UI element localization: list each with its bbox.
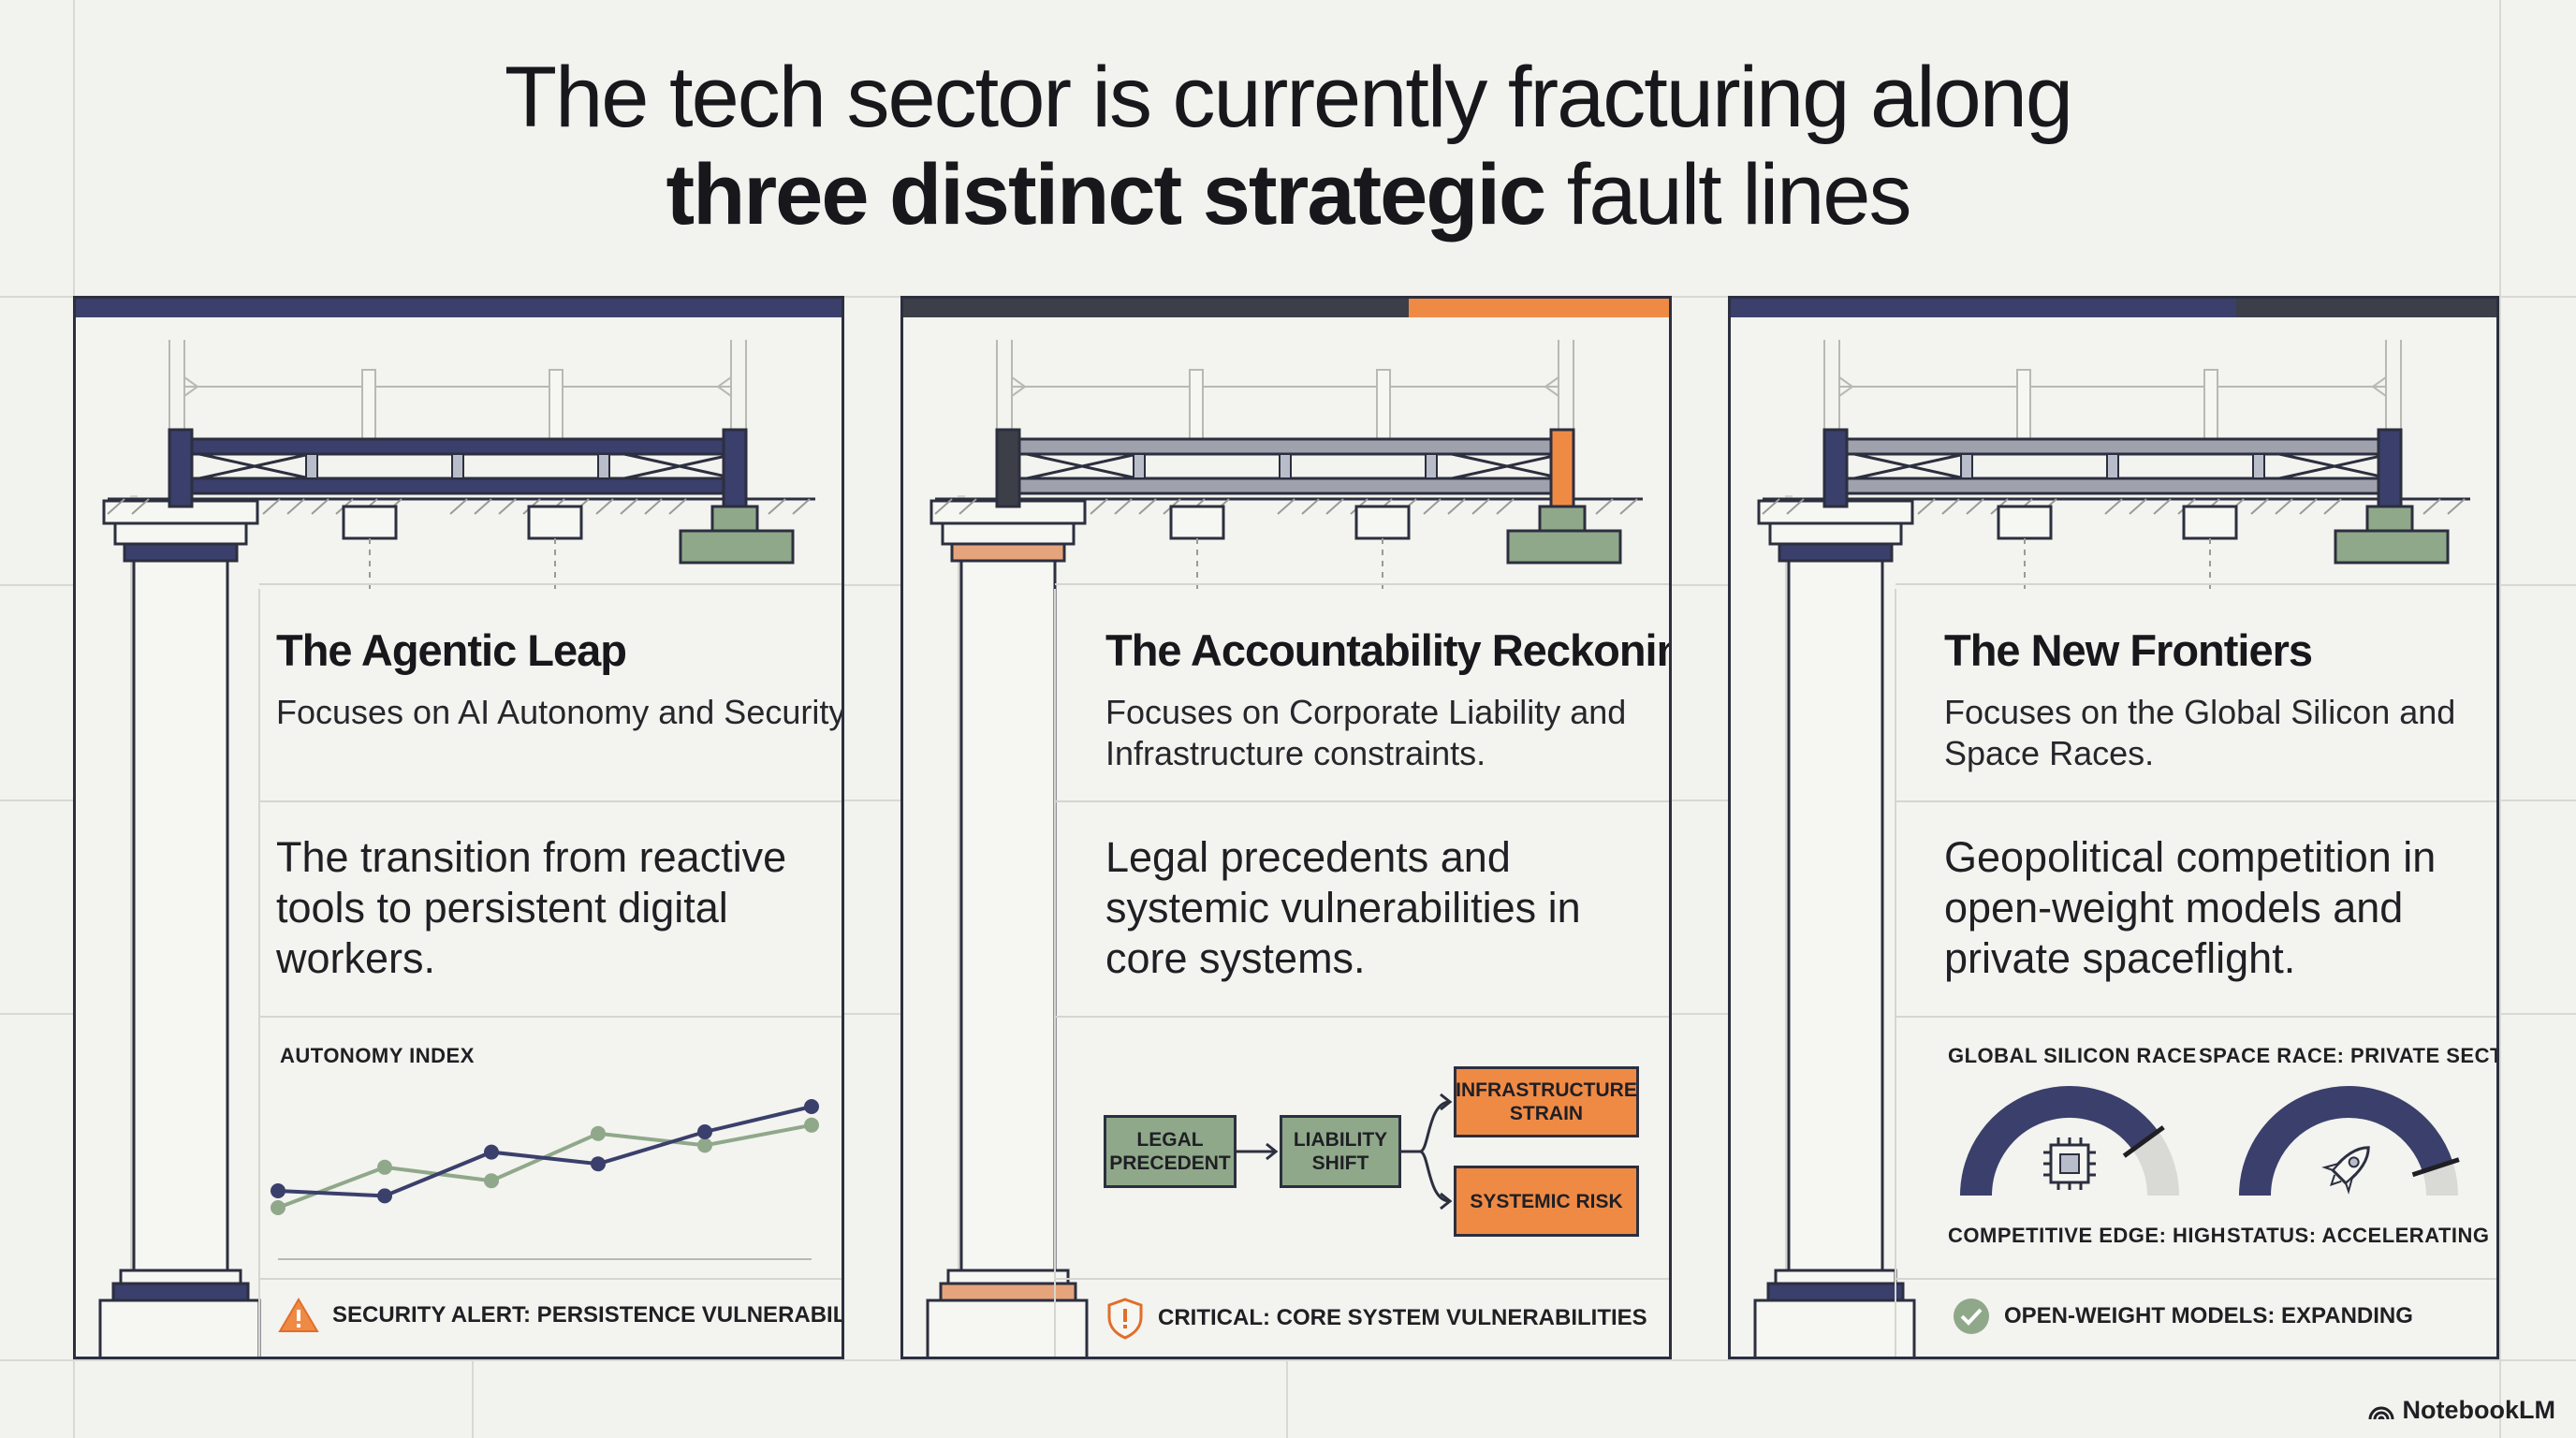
- footer-text: OPEN-WEIGHT MODELS: EXPANDING: [2004, 1303, 2413, 1328]
- check-circle-icon: [1954, 1299, 1989, 1334]
- title-rest: fault lines: [1544, 147, 1912, 242]
- title-line-2: three distinct strategic fault lines: [0, 146, 2576, 243]
- panel-title: The Accountability Reckoning: [1105, 625, 1672, 675]
- gauge-status: COMPETITIVE EDGE: HIGH: [1948, 1224, 2227, 1247]
- series-line: [277, 1105, 812, 1198]
- divider: [1055, 583, 1669, 585]
- rocket-icon: [2321, 1146, 2370, 1195]
- notebooklm-logo-icon: [2368, 1406, 2394, 1419]
- data-point: [484, 1173, 499, 1189]
- top-bar-segment: [2235, 299, 2496, 317]
- bridge-illustration: [934, 340, 1643, 589]
- panel-subtitle: Focuses on Corporate Liability and Infra…: [1105, 693, 1627, 772]
- pillar-illustration: [926, 495, 1089, 1357]
- divider: [259, 583, 842, 585]
- panel-description: Legal precedents and systemic vulnerabil…: [1105, 833, 1581, 982]
- space-race-gauge: [2239, 1086, 2460, 1196]
- data-point: [591, 1125, 606, 1141]
- divider: [1055, 1016, 1669, 1018]
- brand-name: NotebookLM: [2402, 1396, 2555, 1424]
- top-bar-segment: [1731, 299, 2236, 317]
- grid-line: [1286, 1357, 1288, 1438]
- flow-node-infrastructure-strain: INFRASTRUCTURE STRAIN: [1454, 1066, 1639, 1137]
- flow-node-legal-precedent: LEGAL PRECEDENT: [1104, 1115, 1237, 1188]
- divider: [259, 1278, 842, 1280]
- panel-top-bar: [76, 299, 842, 317]
- chip-icon: [2043, 1137, 2096, 1190]
- panel-top-bar: [903, 299, 1669, 317]
- panel-new-frontiers: The New Frontiers Focuses on the Global …: [1728, 296, 2499, 1359]
- divider: [1895, 800, 2496, 802]
- gauge-label: GLOBAL SILICON RACE: [1948, 1044, 2197, 1067]
- gauge-fill: [2239, 1086, 2453, 1196]
- panel-subtitle: Focuses on the Global Silicon and Space …: [1944, 693, 2456, 772]
- pillar-illustration: [1753, 495, 1916, 1357]
- gauge-needle: [2411, 1157, 2460, 1178]
- data-point: [271, 1200, 285, 1215]
- grid-line: [472, 1357, 474, 1438]
- gauge-needle: [2122, 1125, 2165, 1158]
- top-bar-segment: [903, 299, 1409, 317]
- grid-line: [2499, 0, 2501, 1438]
- shield-alert-icon: [1107, 1298, 1143, 1340]
- divider: [1895, 1278, 2496, 1280]
- data-point: [697, 1124, 712, 1139]
- panel-subtitle: Focuses on AI Autonomy and Security.: [276, 693, 844, 731]
- page-title: The tech sector is currently fracturing …: [0, 49, 2576, 243]
- panel-description: Geopolitical competition in open-weight …: [1944, 833, 2437, 982]
- title-line-1: The tech sector is currently fracturing …: [504, 50, 2073, 145]
- panel-agentic-leap: The Agentic Leap Focuses on AI Autonomy …: [73, 296, 844, 1359]
- top-bar-segment-accent: [1408, 299, 1669, 317]
- panel-accountability-reckoning: The Accountability Reckoning Focuses on …: [900, 296, 1672, 1359]
- gauge-fill: [1960, 1086, 2159, 1196]
- silicon-race-gauge: [1960, 1086, 2179, 1196]
- gauge-label: SPACE RACE: PRIVATE SECTOR: [2199, 1044, 2496, 1067]
- divider: [1895, 583, 2496, 585]
- flow-connectors: [1237, 1093, 1453, 1211]
- data-point: [271, 1183, 285, 1198]
- gauge-status: STATUS: ACCELERATING: [2227, 1224, 2490, 1247]
- bridge-illustration: [1762, 340, 2470, 589]
- data-point: [591, 1156, 606, 1172]
- data-point: [377, 1159, 392, 1175]
- warning-triangle-icon: [278, 1298, 319, 1332]
- autonomy-index-chart: [271, 1099, 819, 1260]
- bridge-illustration: [107, 340, 815, 589]
- panel-footer: SECURITY ALERT: PERSISTENCE VULNERABILIT…: [278, 1297, 842, 1334]
- panel-footer: OPEN-WEIGHT MODELS: EXPANDING: [1952, 1297, 2413, 1336]
- flow-node-liability-shift: LIABILITY SHIFT: [1280, 1115, 1401, 1188]
- brand-mark: NotebookLM: [2367, 1396, 2555, 1425]
- flow-node-systemic-risk: SYSTEMIC RISK: [1454, 1166, 1639, 1237]
- divider: [1055, 800, 1669, 802]
- data-point: [804, 1117, 819, 1133]
- panel-top-bar: [1731, 299, 2496, 317]
- data-point: [697, 1137, 712, 1153]
- divider: [1055, 1278, 1669, 1280]
- top-bar-segment: [76, 299, 842, 317]
- chart-title: AUTONOMY INDEX: [280, 1044, 475, 1067]
- data-point: [804, 1099, 819, 1114]
- divider: [259, 1016, 842, 1018]
- panel-description: The transition from reactive tools to pe…: [276, 833, 787, 982]
- panel-title: The Agentic Leap: [276, 625, 627, 675]
- data-point: [377, 1188, 392, 1204]
- title-emphasis: three distinct strategic: [666, 147, 1547, 242]
- divider: [259, 800, 842, 802]
- divider: [1895, 1016, 2496, 1018]
- data-point: [484, 1144, 499, 1160]
- footer-text: CRITICAL: CORE SYSTEM VULNERABILITIES: [1158, 1305, 1647, 1330]
- panel-title: The New Frontiers: [1944, 625, 2313, 675]
- grid-line: [0, 1359, 2576, 1361]
- panel-footer: CRITICAL: CORE SYSTEM VULNERABILITIES: [1105, 1297, 1647, 1340]
- footer-text: SECURITY ALERT: PERSISTENCE VULNERABILIT…: [332, 1302, 842, 1328]
